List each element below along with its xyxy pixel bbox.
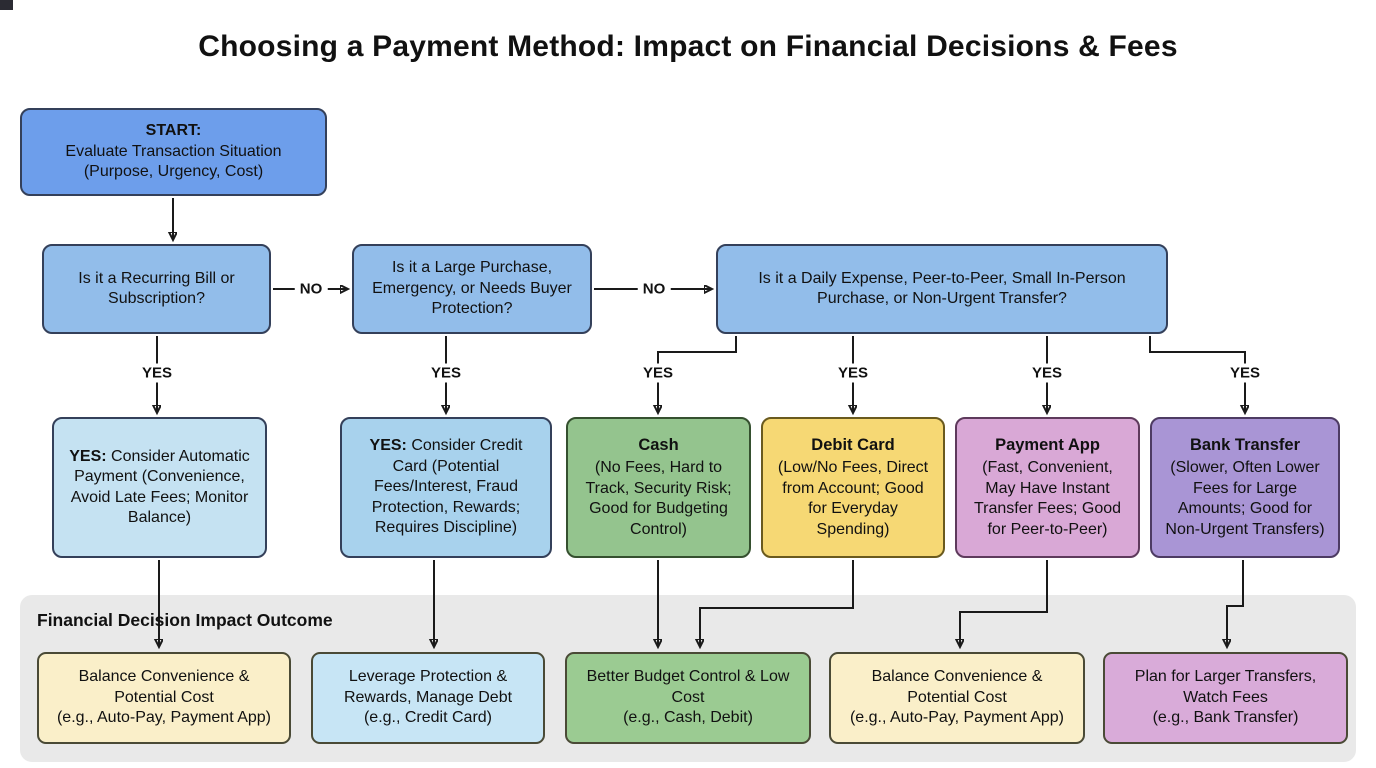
- auto-pay-node-text: Consider Automatic Payment (Convenience,…: [70, 447, 250, 526]
- outcome-protection-line1: Leverage Protection & Rewards, Manage De…: [343, 667, 513, 706]
- page-title: Choosing a Payment Method: Impact on Fin…: [198, 30, 1178, 63]
- edge-label-no-2: NO: [637, 279, 671, 299]
- outcome-budget-line1: Better Budget Control & Low Cost: [586, 667, 790, 706]
- edge-label-no-1: NO: [294, 279, 328, 299]
- credit-card-node: YES: Consider Credit Card (Potential Fee…: [340, 417, 552, 558]
- outcome-transfers-line1: Plan for Larger Transfers, Watch Fees: [1134, 667, 1317, 706]
- outcome-protection: Leverage Protection & Rewards, Manage De…: [311, 652, 545, 744]
- decision-large-purchase: Is it a Large Purchase, Emergency, or Ne…: [352, 244, 592, 334]
- payment-app-node: Payment App (Fast, Convenient, May Have I…: [955, 417, 1140, 558]
- debit-card-node-heading: Debit Card: [811, 436, 895, 454]
- outcome-budget: Better Budget Control & Low Cost (e.g., …: [565, 652, 811, 744]
- start-node-text: Evaluate Transaction Situation (Purpose,…: [65, 142, 282, 181]
- decision-recurring-bill: Is it a Recurring Bill or Subscription?: [42, 244, 271, 334]
- edge-label-yes-2: YES: [425, 363, 467, 383]
- auto-pay-node: YES: Consider Automatic Payment (Conveni…: [52, 417, 267, 558]
- edge-label-yes-4: YES: [832, 363, 874, 383]
- bank-transfer-node-heading: Bank Transfer: [1189, 436, 1301, 454]
- edge-label-yes-1: YES: [136, 363, 178, 383]
- outcome-section-heading: Financial Decision Impact Outcome: [37, 610, 333, 630]
- edge-label-yes-6: YES: [1224, 363, 1266, 383]
- outcome-convenience-right-line1: Balance Convenience & Potential Cost: [871, 667, 1043, 706]
- cash-node: Cash (No Fees, Hard to Track, Security Ri…: [566, 417, 751, 558]
- outcome-protection-line2: (e.g., Credit Card): [363, 709, 493, 727]
- outcome-transfers: Plan for Larger Transfers, Watch Fees (e…: [1103, 652, 1348, 744]
- start-node-heading: START:: [145, 122, 202, 140]
- start-node: START: Evaluate Transaction Situation (Pu…: [20, 108, 327, 196]
- bank-transfer-node: Bank Transfer (Slower, Often Lower Fees f…: [1150, 417, 1340, 558]
- decision-daily-expense-text: Is it a Daily Expense, Peer-to-Peer, Sma…: [758, 269, 1126, 307]
- decision-daily-expense: Is it a Daily Expense, Peer-to-Peer, Sma…: [716, 244, 1168, 334]
- auto-pay-node-heading: YES:: [69, 447, 107, 465]
- credit-card-node-text: Consider Credit Card (Potential Fees/Int…: [371, 437, 523, 537]
- outcome-budget-line2: (e.g., Cash, Debit): [623, 709, 753, 727]
- edge-label-yes-5: YES: [1026, 363, 1068, 383]
- outcome-convenience-left-line1: Balance Convenience & Potential Cost: [78, 667, 250, 706]
- bank-transfer-node-text: (Slower, Often Lower Fees for Large Amou…: [1165, 459, 1325, 538]
- outcome-convenience-left: Balance Convenience & Potential Cost (e.…: [37, 652, 291, 744]
- debit-card-node: Debit Card (Low/No Fees, Direct from Acco…: [761, 417, 945, 558]
- outcome-convenience-right: Balance Convenience & Potential Cost (e.…: [829, 652, 1085, 744]
- payment-app-node-heading: Payment App: [995, 436, 1100, 454]
- debit-card-node-text: (Low/No Fees, Direct from Account; Good …: [777, 459, 929, 538]
- outcome-transfers-line2: (e.g., Bank Transfer): [1152, 709, 1299, 727]
- corner-mark: [0, 0, 13, 10]
- payment-app-node-text: (Fast, Convenient, May Have Instant Tran…: [973, 459, 1122, 538]
- edge-label-yes-3: YES: [637, 363, 679, 383]
- credit-card-node-heading: YES:: [369, 437, 407, 455]
- cash-node-text: (No Fees, Hard to Track, Security Risk; …: [585, 459, 732, 538]
- decision-recurring-bill-text: Is it a Recurring Bill or Subscription?: [78, 269, 235, 307]
- cash-node-heading: Cash: [638, 436, 679, 454]
- decision-large-purchase-text: Is it a Large Purchase, Emergency, or Ne…: [372, 259, 572, 318]
- outcome-convenience-right-line2: (e.g., Auto-Pay, Payment App): [849, 709, 1065, 727]
- outcome-convenience-left-line2: (e.g., Auto-Pay, Payment App): [56, 709, 272, 727]
